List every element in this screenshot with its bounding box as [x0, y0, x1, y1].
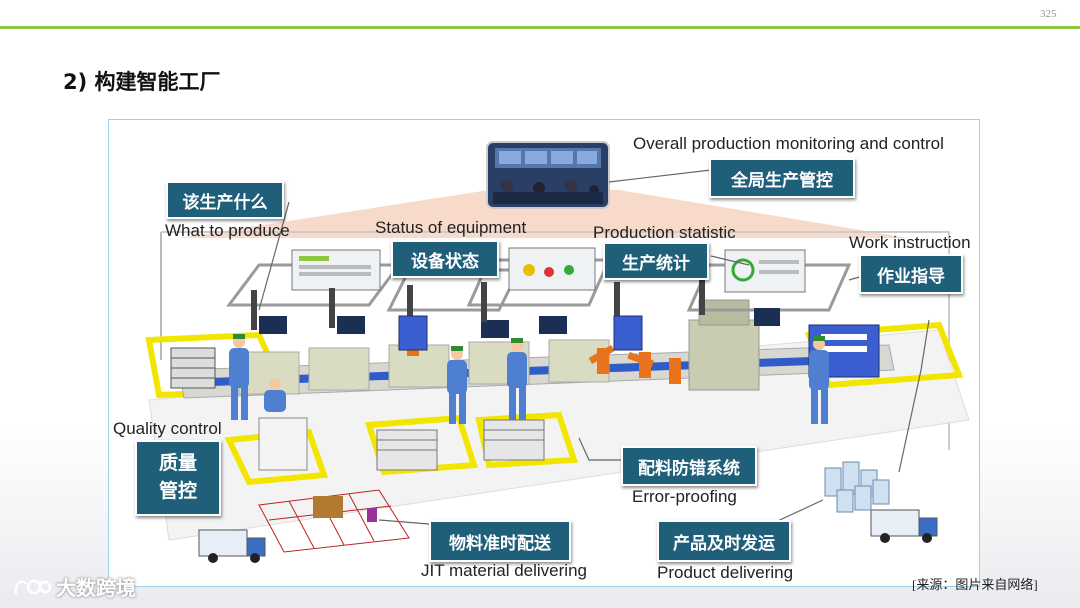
label-production-statistic: 生产统计 [603, 242, 709, 280]
watermark: 大数跨境 [12, 572, 136, 601]
caption-quality-control: Quality control [113, 419, 222, 438]
factory-illustration [145, 141, 970, 563]
conveyor-line [178, 299, 895, 399]
slide-title: 2) 构建智能工厂 [63, 70, 221, 94]
parts-racks [170, 347, 545, 471]
caption-what-to-produce: What to produce [165, 221, 290, 240]
caption-product-delivering: Product delivering [657, 563, 794, 582]
smart-factory-diagram: 该生产什么 设备状态 生产统计 全局生产管控 作业指导 质量 管控 配料防错系统… [108, 119, 980, 587]
caption-production-statistic: Production statistic [593, 223, 736, 242]
source-note: [来源：图片来自网络] [912, 577, 1038, 592]
page-number: 325 [1040, 8, 1057, 20]
caption-work-instruction: Work instruction [849, 233, 971, 252]
workers [229, 334, 829, 424]
agv-cart [367, 508, 377, 522]
label-status-of-equipment: 设备状态 [391, 240, 499, 278]
pallet-boxes [313, 496, 343, 518]
watermark-text: 大数跨境 [56, 576, 136, 600]
control-room-photo [486, 141, 610, 209]
label-jit-delivery: 物料准时配送 [429, 520, 571, 562]
label-product-delivering: 产品及时发运 [657, 520, 791, 562]
truck-inbound [198, 529, 266, 563]
control-beam [179, 190, 909, 238]
caption-status-of-equipment: Status of equipment [375, 218, 527, 237]
label-work-instruction: 作业指导 [859, 254, 963, 294]
label-quality-control: 质量 管控 [135, 440, 221, 516]
caption-jit-delivery: JIT material delivering [421, 561, 587, 580]
andon-lights [251, 275, 705, 330]
label-what-to-produce: 该生产什么 [166, 181, 284, 219]
city-buildings [824, 461, 890, 513]
label-overall-control: 全局生产管控 [709, 158, 855, 198]
label-error-proofing: 配料防错系统 [621, 446, 757, 486]
caption-error-proofing: Error-proofing [632, 487, 737, 506]
top-rule [0, 26, 1080, 29]
truck-outbound [870, 509, 938, 543]
station-monitors [259, 308, 780, 338]
overhead-screens [291, 247, 806, 293]
caption-overall-control: Overall production monitoring and contro… [633, 134, 944, 153]
watermark-logo-icon [14, 579, 52, 594]
